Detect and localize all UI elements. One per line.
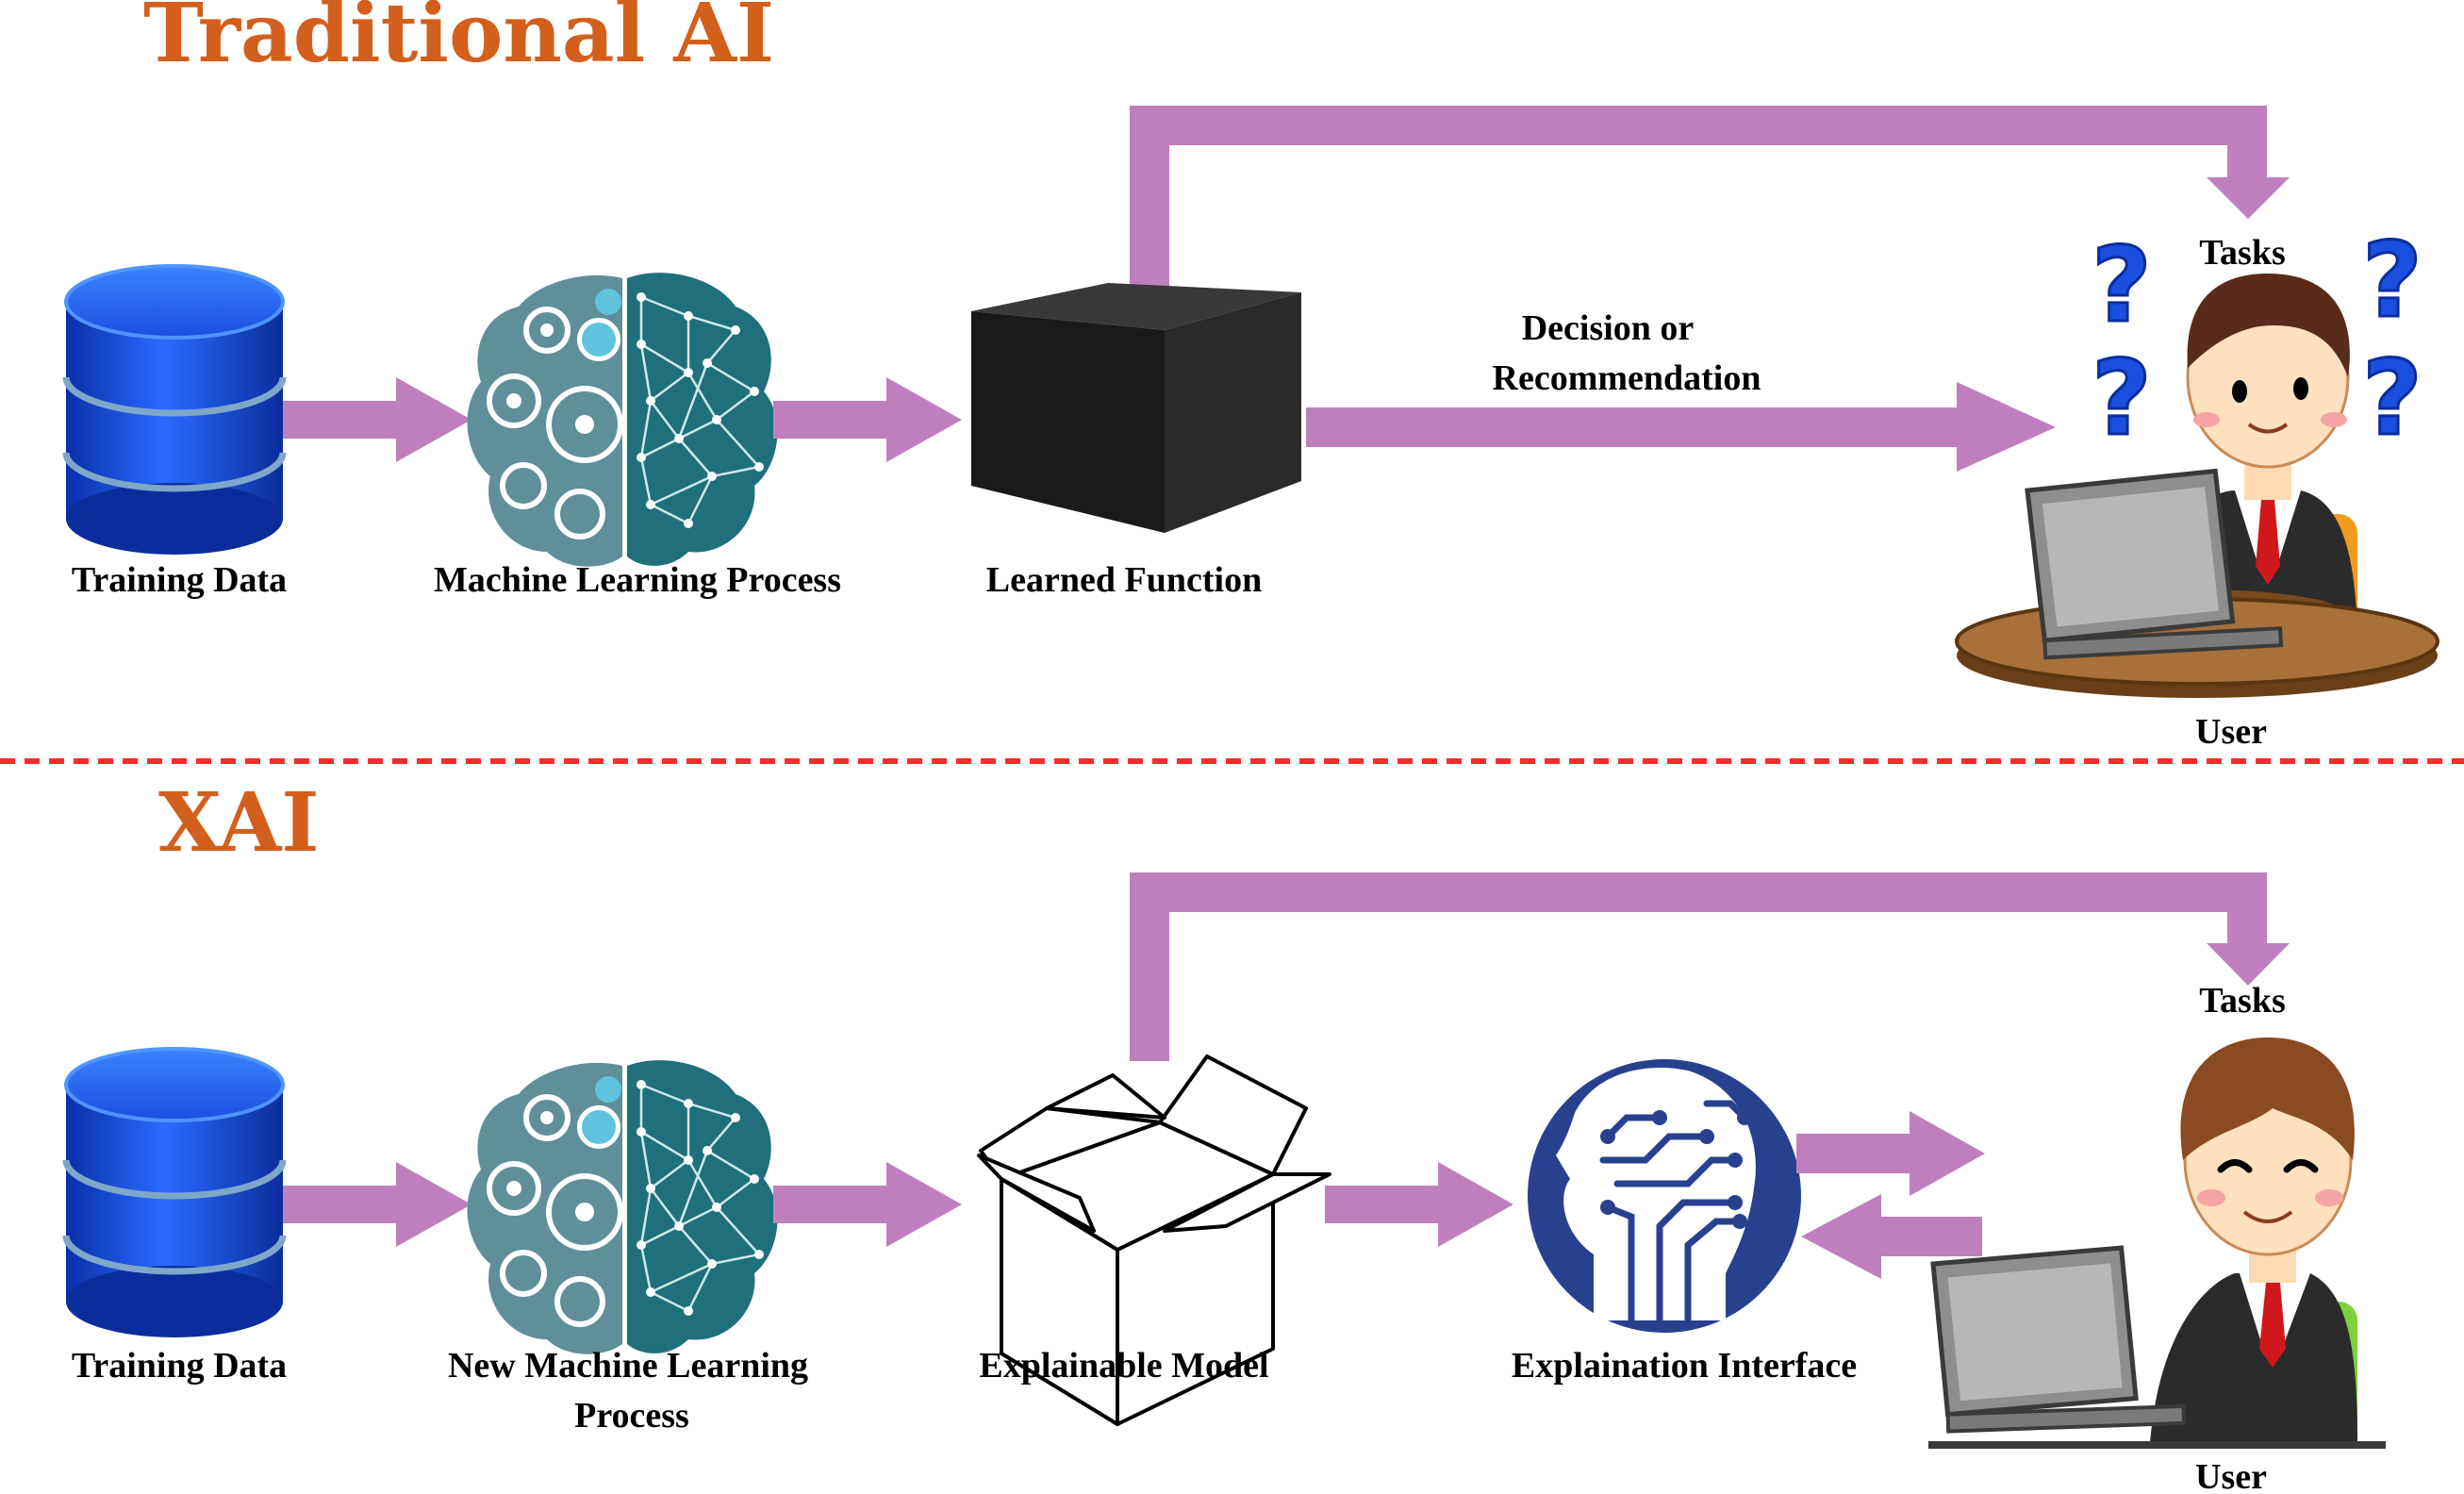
arrow-ml-to-function (773, 377, 962, 462)
xai-title: XAI (158, 775, 320, 871)
top-feedback-arrow (1130, 106, 2290, 294)
arrow-model-to-interface (1325, 1162, 1513, 1247)
tasks-label-top: Tasks (2199, 233, 2286, 273)
arrow-data-to-new-ml (283, 1162, 471, 1247)
new-ml-process-label-line1: New Machine Learning (448, 1346, 808, 1386)
arrow-function-to-user (1306, 382, 2056, 472)
arrow-interface-to-user (1796, 1111, 1985, 1196)
learned-function-label: Learned Function (986, 560, 1262, 600)
svg-text:?: ? (2362, 338, 2423, 458)
black-box-icon (971, 283, 1301, 533)
explanation-interface-label: Explaination Interface (1512, 1346, 1857, 1386)
brain-gears-icon-xai (468, 1060, 778, 1354)
decision-label-line1: Decision or (1522, 308, 1695, 348)
training-data-label-bottom: Training Data (72, 1346, 287, 1386)
new-ml-process-label-line2: Process (574, 1396, 689, 1436)
svg-text:?: ? (2362, 220, 2423, 340)
happy-user-icon (1928, 1038, 2386, 1449)
ml-process-label: Machine Learning Process (434, 560, 841, 600)
training-data-label-top: Training Data (72, 560, 287, 600)
explainable-model-label: Explainable Model (979, 1346, 1268, 1386)
user-label-bottom: User (2195, 1457, 2267, 1494)
user-label-top: User (2195, 712, 2267, 752)
open-box-icon (977, 1054, 1331, 1426)
svg-text:?: ? (2092, 224, 2152, 345)
decision-label-line2: Recommendation (1493, 358, 1761, 398)
traditional-ai-title: Traditional AI (143, 0, 774, 81)
bottom-feedback-arrow (1130, 872, 2290, 1061)
ai-head-icon (1528, 1059, 1801, 1333)
confused-user-icon: ? ? ? ? (1955, 219, 2439, 698)
arrow-data-to-ml (283, 377, 471, 462)
arrow-user-to-interface (1801, 1194, 1982, 1279)
database-icon-xai (66, 1049, 283, 1337)
database-icon (66, 266, 283, 555)
tasks-label-bottom: Tasks (2199, 981, 2286, 1021)
svg-text:?: ? (2092, 338, 2152, 458)
brain-gears-icon (468, 273, 778, 567)
arrow-new-ml-to-model (773, 1162, 962, 1247)
